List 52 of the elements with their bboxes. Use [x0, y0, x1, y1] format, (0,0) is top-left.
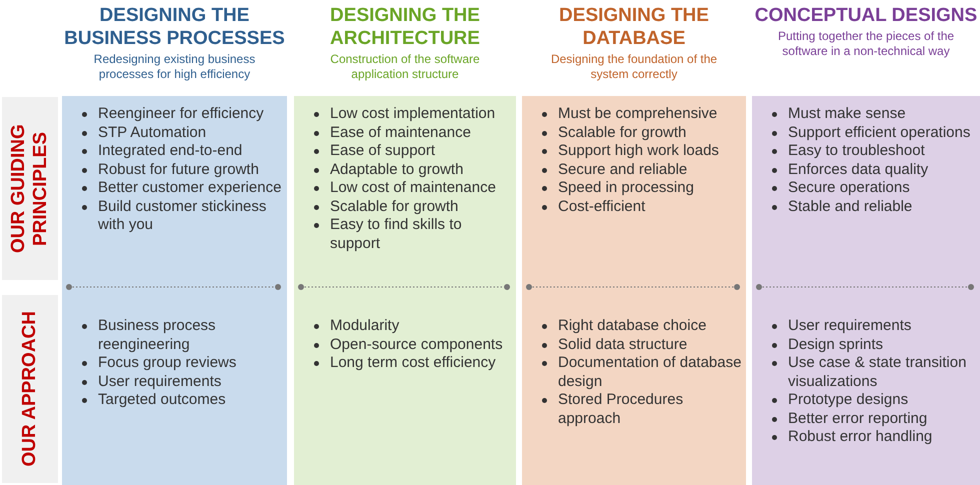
bullet-item: Documentation of database design	[558, 354, 742, 391]
column-heading: DESIGNING THE DATABASE	[558, 4, 710, 50]
bullet-item: Prototype designs	[788, 391, 976, 410]
bullet-item: Speed in processing	[558, 179, 742, 198]
bullet-item: Low cost implementation	[330, 105, 512, 124]
bullet-item: Reengineer for efficiency	[98, 105, 283, 124]
bullet-item: Must make sense	[788, 105, 976, 124]
column-heading: DESIGNING THE ARCHITECTURE	[329, 4, 481, 50]
bullet-item: Secure operations	[788, 179, 976, 198]
bullet-item: Scalable for growth	[558, 124, 742, 142]
bullet-item: Low cost of maintenance	[330, 179, 512, 198]
bullet-item: Integrated end-to-end	[98, 142, 283, 160]
bullet-item: Stable and reliable	[788, 198, 976, 216]
bullet-item: Targeted outcomes	[98, 391, 283, 410]
bullet-item: Must be comprehensive	[558, 105, 742, 124]
bullet-item: Scalable for growth	[330, 198, 512, 216]
bullet-item: Modularity	[330, 317, 512, 336]
bullet-item: Support high work loads	[558, 142, 742, 160]
bullet-item: Easy to find skills to support	[330, 216, 512, 253]
bullet-item: Robust error handling	[788, 428, 976, 446]
column-subheading: Designing the foundation of the system correctly	[550, 52, 718, 82]
bullet-item: Open-source components	[330, 336, 512, 354]
bullet-item: Ease of support	[330, 142, 512, 160]
row-heading: OUR APPROACH	[19, 311, 41, 467]
bullet-item: Solid data structure	[558, 336, 742, 354]
bullet-item: Robust for future growth	[98, 160, 283, 179]
bullet-item: Ease of maintenance	[330, 124, 512, 142]
bullet-item: Adaptable to growth	[330, 160, 512, 179]
bullet-item: Better customer experience	[98, 179, 283, 198]
bullet-item: Better error reporting	[788, 410, 976, 428]
bullet-item: Focus group reviews	[98, 354, 283, 372]
bullet-item: Stored Procedures approach	[558, 391, 742, 428]
bullet-item: Cost-efficient	[558, 198, 742, 216]
bullet-item: Use case & state transition visualizations	[788, 354, 976, 391]
bullet-item: Right database choice	[558, 317, 742, 336]
column-heading: CONCEPTUAL DESIGNS	[754, 4, 978, 27]
bullet-item: Easy to troubleshoot	[788, 142, 976, 160]
row-heading: OUR GUIDING PRINCIPLES	[8, 123, 52, 255]
bullet-item: Build customer stickiness with you	[98, 198, 283, 234]
bullet-item: Secure and reliable	[558, 160, 742, 179]
column-subheading: Putting together the pieces of the software in a non-technical way	[776, 29, 956, 59]
column-heading: DESIGNING THE BUSINESS PROCESSES	[63, 4, 286, 50]
bullet-item: Design sprints	[788, 336, 976, 354]
bullet-item: Long term cost efficiency	[330, 354, 512, 372]
column-subheading: Redesigning existing business processes for high efficiency	[92, 52, 256, 82]
bullet-item: User requirements	[98, 372, 283, 391]
column-subheading: Construction of the software application structure	[329, 52, 481, 82]
bullet-item: Enforces data quality	[788, 160, 976, 179]
bullet-item: Business process reengineering	[98, 317, 283, 354]
bullet-item: Support efficient operations	[788, 124, 976, 142]
bullet-item: STP Automation	[98, 124, 283, 142]
bullet-item: User requirements	[788, 317, 976, 336]
